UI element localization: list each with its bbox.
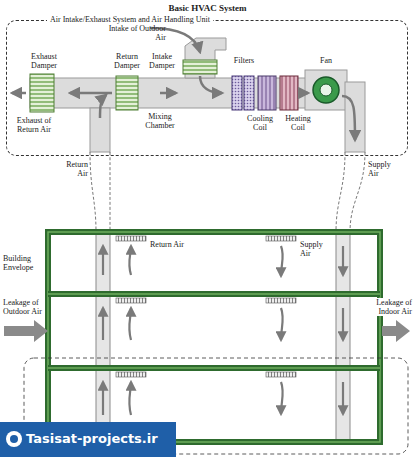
drawing-path	[281, 308, 283, 340]
drawing-path	[350, 152, 365, 232]
part-label: Intake Damper	[142, 52, 182, 70]
drawing-path	[102, 246, 104, 275]
part-label: Fan	[314, 56, 338, 65]
drawing-rect	[244, 76, 254, 110]
duct-label: Return Air	[56, 160, 88, 178]
drawing-circle	[6, 431, 22, 447]
callout-label: Exhaust of Return Air	[8, 116, 60, 134]
drawing-rect	[336, 232, 350, 442]
drawing-g	[12, 28, 355, 140]
drawing-rect	[266, 372, 296, 377]
ahu-region: Air Intake/Exhaust System and Air Handli…	[6, 20, 408, 156]
grille-label: Supply Air	[300, 240, 334, 258]
drawing-path	[200, 76, 222, 93]
drawing-path	[129, 382, 131, 415]
drawing-rect	[232, 76, 242, 110]
drawing-polygon	[4, 320, 48, 342]
drawing-path	[342, 382, 344, 414]
drawing-path	[110, 152, 111, 232]
callout-label: Intake of Outdoor Air	[108, 24, 166, 42]
part-label: Heating Coil	[280, 114, 316, 132]
part-label: Cooling Coil	[242, 114, 278, 132]
drawing-line	[48, 291, 380, 297]
part-label: Mixing Chamber	[138, 112, 182, 130]
drawing-path	[102, 382, 104, 415]
drawing-g	[116, 236, 296, 377]
drawing-line	[48, 293, 380, 295]
drawing-circle	[320, 84, 332, 96]
drawing-rect	[305, 70, 347, 110]
diagram-title: Basic HVAC System	[0, 4, 415, 13]
drawing-path	[129, 246, 131, 275]
drawing-path	[300, 92, 308, 95]
drawing-circle	[313, 77, 339, 103]
region-heading: Air Intake/Exhaust System and Air Handli…	[47, 15, 213, 24]
drawing-path	[281, 246, 283, 276]
drawing-rect	[258, 76, 276, 110]
part-label: Return Damper	[106, 52, 148, 70]
grille-label: Return Air	[150, 240, 184, 249]
part-label: Filters	[228, 56, 260, 65]
drawing-path	[342, 246, 344, 275]
leakage-label: Leakage of Indoor Air	[360, 298, 412, 316]
leakage-label: Leakage of Outdoor Air	[3, 298, 47, 316]
drawing-line	[48, 365, 380, 371]
drawing-g	[30, 38, 365, 152]
duct-label: Supply Air	[368, 160, 400, 178]
drawing-rect	[116, 372, 146, 377]
drawing-circle	[10, 435, 18, 443]
drawing-g	[90, 152, 365, 232]
drawing-g	[103, 246, 343, 415]
drawing-rect	[48, 232, 380, 442]
drawing-rect	[0, 422, 176, 457]
drawing-rect	[116, 236, 146, 241]
drawing-rect	[116, 76, 138, 110]
drawing-rect	[280, 76, 298, 110]
drawing-polygon	[382, 320, 410, 342]
envelope-label: Building Envelope	[3, 254, 45, 272]
drawing-path	[100, 95, 106, 118]
drawing-line	[48, 367, 380, 369]
part-label: Exhaust Damper	[24, 52, 64, 70]
drawing-path	[336, 152, 345, 232]
drawing-path	[12, 92, 26, 95]
drawing-path	[281, 382, 283, 414]
drawing-path	[129, 308, 131, 340]
drawing-rect	[266, 236, 296, 241]
drawing-path	[90, 152, 96, 232]
drawing-rect	[24, 358, 408, 454]
drawing-rect	[183, 60, 217, 74]
drawing-rect	[266, 298, 296, 303]
drawing-path	[102, 308, 104, 340]
drawing-path	[342, 96, 355, 140]
drawing-path	[70, 92, 112, 95]
drawing-rect	[30, 74, 54, 112]
drawing-path	[160, 92, 176, 95]
watermark: Tasisat-projects.ir	[26, 431, 174, 446]
drawing-rect	[116, 298, 146, 303]
drawing-rect	[48, 232, 380, 442]
drawing-path	[342, 308, 344, 340]
drawing-rect	[96, 232, 110, 442]
